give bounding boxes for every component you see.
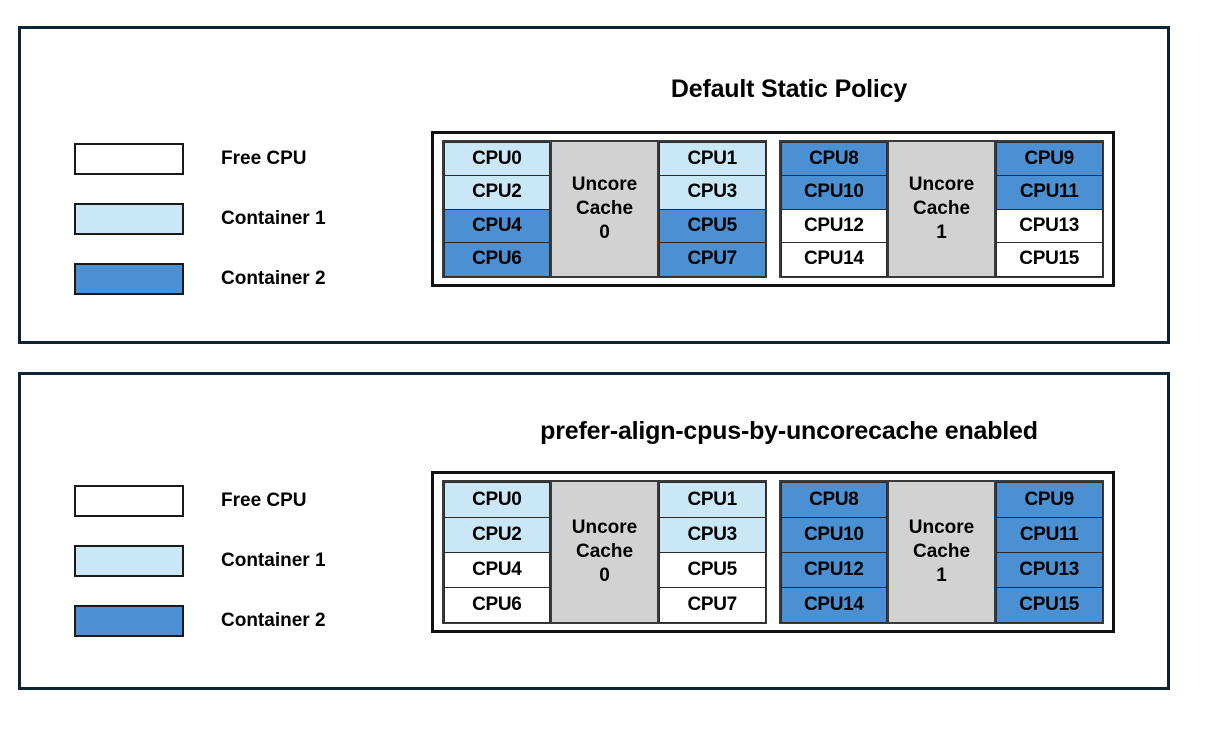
legend: Free CPU Container 1 Container 2 [74, 471, 326, 651]
cpu-cell: CPU8 [780, 141, 888, 176]
legend-swatch-container-1 [74, 545, 184, 577]
legend-item: Free CPU [74, 471, 326, 531]
cpu-column-left: CPU0 CPU2 CPU4 CPU6 [443, 481, 551, 623]
cpu-cell: CPU13 [995, 551, 1103, 588]
legend-swatch-container-1 [74, 203, 184, 235]
policy-panel-default: Default Static Policy Free CPU Container… [18, 26, 1170, 344]
cache-index: 0 [599, 222, 610, 244]
cpu-cell: CPU15 [995, 586, 1103, 623]
legend-swatch-container-2 [74, 263, 184, 295]
cache-line-2: Cache [575, 540, 634, 562]
cpu-cell: CPU6 [443, 586, 551, 623]
legend-swatch-free-cpu [74, 143, 184, 175]
uncore-cache-group-0: CPU0 CPU2 CPU4 CPU6 Uncore Cache 0 CPU1 … [442, 480, 767, 624]
cache-line-1: Uncore [908, 516, 975, 538]
legend-label: Container 1 [221, 208, 326, 229]
uncore-cache-label: Uncore Cache 1 [886, 142, 997, 276]
page-title: Default Static Policy [670, 75, 908, 103]
cache-line-1: Uncore [571, 516, 638, 538]
cpu-cell: CPU7 [658, 242, 766, 277]
cpu-cell: CPU10 [780, 175, 888, 210]
cpu-cell: CPU3 [658, 175, 766, 210]
cpu-column-left: CPU8 CPU10 CPU12 CPU14 [780, 141, 888, 277]
cache-index: 0 [599, 565, 610, 587]
cpu-cell: CPU10 [780, 516, 888, 553]
cpu-column-right: CPU9 CPU11 CPU13 CPU15 [995, 481, 1103, 623]
cpu-cell: CPU4 [443, 551, 551, 588]
legend-label: Free CPU [221, 490, 307, 511]
cache-line-1: Uncore [571, 173, 638, 195]
uncore-cache-label: Uncore Cache 0 [549, 482, 660, 622]
cache-line-2: Cache [912, 197, 971, 219]
uncore-cache-group-1: CPU8 CPU10 CPU12 CPU14 Uncore Cache 1 CP… [779, 140, 1104, 278]
cpu-topology-diagram: CPU0 CPU2 CPU4 CPU6 Uncore Cache 0 CPU1 … [431, 471, 1115, 633]
cpu-cell: CPU13 [995, 208, 1103, 243]
cpu-cell: CPU0 [443, 141, 551, 176]
page-title: prefer-align-cpus-by-uncorecache enabled [540, 417, 1038, 445]
cpu-topology-diagram: CPU0 CPU2 CPU4 CPU6 Uncore Cache 0 CPU1 … [431, 131, 1115, 287]
cpu-cell: CPU14 [780, 586, 888, 623]
cpu-cell: CPU11 [995, 175, 1103, 210]
uncore-cache-label: Uncore Cache 1 [886, 482, 997, 622]
cpu-cell: CPU14 [780, 242, 888, 277]
uncore-cache-group-0: CPU0 CPU2 CPU4 CPU6 Uncore Cache 0 CPU1 … [442, 140, 767, 278]
legend-label: Container 2 [221, 268, 326, 289]
cache-line-2: Cache [912, 540, 971, 562]
cpu-cell: CPU8 [780, 481, 888, 518]
legend-item: Free CPU [74, 129, 326, 189]
cpu-cell: CPU9 [995, 141, 1103, 176]
policy-panel-prefer-align: prefer-align-cpus-by-uncorecache enabled… [18, 372, 1170, 690]
cpu-cell: CPU5 [658, 551, 766, 588]
legend-item: Container 1 [74, 189, 326, 249]
uncore-cache-label: Uncore Cache 0 [549, 142, 660, 276]
cache-index: 1 [936, 565, 947, 587]
cpu-column-right: CPU1 CPU3 CPU5 CPU7 [658, 481, 766, 623]
cpu-cell: CPU9 [995, 481, 1103, 518]
legend-label: Container 1 [221, 550, 326, 571]
cpu-cell: CPU5 [658, 208, 766, 243]
legend-item: Container 1 [74, 531, 326, 591]
uncore-cache-group-1: CPU8 CPU10 CPU12 CPU14 Uncore Cache 1 CP… [779, 480, 1104, 624]
cpu-cell: CPU4 [443, 208, 551, 243]
legend-label: Free CPU [221, 148, 307, 169]
cpu-cell: CPU12 [780, 551, 888, 588]
cpu-cell: CPU3 [658, 516, 766, 553]
cpu-column-right: CPU9 CPU11 CPU13 CPU15 [995, 141, 1103, 277]
legend-label: Container 2 [221, 610, 326, 631]
cpu-cell: CPU0 [443, 481, 551, 518]
legend-swatch-container-2 [74, 605, 184, 637]
cpu-cell: CPU1 [658, 481, 766, 518]
legend-item: Container 2 [74, 591, 326, 651]
cpu-cell: CPU7 [658, 586, 766, 623]
legend-swatch-free-cpu [74, 485, 184, 517]
cpu-cell: CPU2 [443, 175, 551, 210]
cpu-cell: CPU2 [443, 516, 551, 553]
cpu-cell: CPU11 [995, 516, 1103, 553]
cpu-column-left: CPU0 CPU2 CPU4 CPU6 [443, 141, 551, 277]
cpu-column-right: CPU1 CPU3 CPU5 CPU7 [658, 141, 766, 277]
cache-index: 1 [936, 222, 947, 244]
cpu-cell: CPU15 [995, 242, 1103, 277]
cache-line-1: Uncore [908, 173, 975, 195]
legend-item: Container 2 [74, 249, 326, 309]
cpu-cell: CPU12 [780, 208, 888, 243]
cpu-cell: CPU6 [443, 242, 551, 277]
legend: Free CPU Container 1 Container 2 [74, 129, 326, 309]
cache-line-2: Cache [575, 197, 634, 219]
cpu-column-left: CPU8 CPU10 CPU12 CPU14 [780, 481, 888, 623]
cpu-cell: CPU1 [658, 141, 766, 176]
